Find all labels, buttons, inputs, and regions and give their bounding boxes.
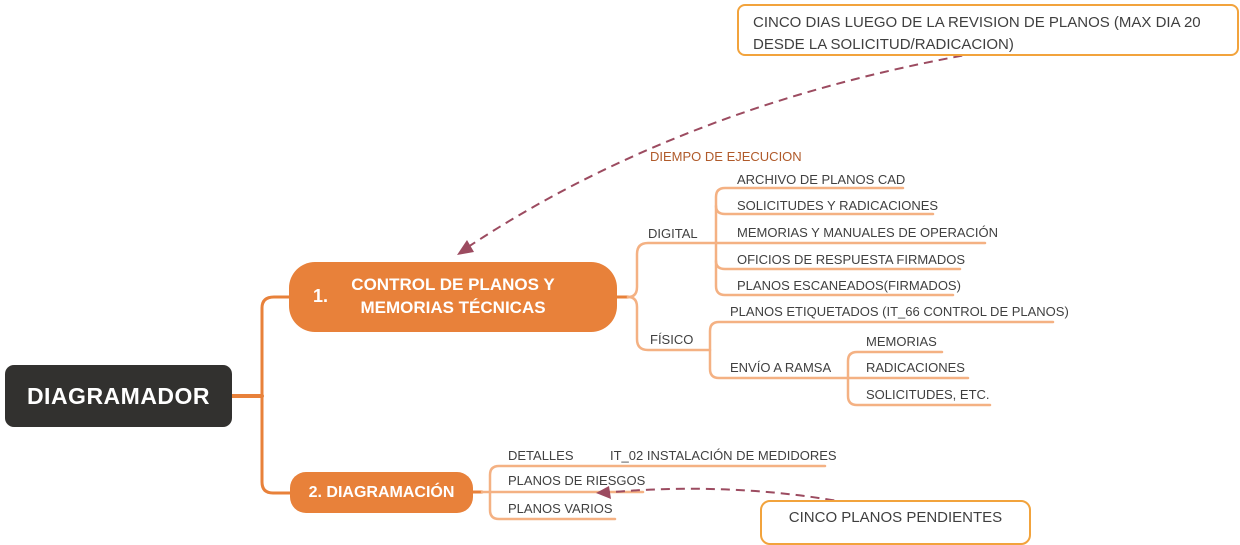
topic-memorias[interactable]: MEMORIAS bbox=[866, 334, 937, 349]
callout-planos-pendientes[interactable]: CINCO PLANOS PENDIENTES bbox=[760, 500, 1031, 545]
root-node-diagramador[interactable]: DIAGRAMADOR bbox=[5, 365, 232, 427]
branch2-title: 2. DIAGRAMACIÓN bbox=[308, 483, 455, 501]
topic-envio-ramsa[interactable]: ENVÍO A RAMSA bbox=[730, 360, 832, 375]
topic-fisico[interactable]: FÍSICO bbox=[650, 332, 694, 347]
branch1-title: CONTROL DE PLANOS Y MEMORIAS TÉCNICAS bbox=[351, 275, 555, 317]
root-node-label: DIAGRAMADOR bbox=[26, 382, 211, 409]
floating-topic-tiempo-ejecucion[interactable]: DIEMPO DE EJECUCION bbox=[650, 149, 802, 164]
callout-top-text: CINCO DIAS LUEGO DE LA REVISION DE PLANO… bbox=[753, 14, 1201, 53]
topic-solicitudes-radicaciones[interactable]: SOLICITUDES Y RADICACIONES bbox=[737, 198, 939, 213]
topic-planos-varios[interactable]: PLANOS VARIOS bbox=[508, 501, 613, 516]
topic-planos-riesgos[interactable]: PLANOS DE RIESGOS bbox=[508, 473, 646, 488]
branch2-node[interactable]: 2. DIAGRAMACIÓN bbox=[290, 472, 473, 513]
branch1-number: 1. bbox=[313, 286, 329, 306]
topic-oficios-respuesta[interactable]: OFICIOS DE RESPUESTA FIRMADOS bbox=[737, 252, 966, 267]
topic-solicitudes-etc[interactable]: SOLICITUDES, ETC. bbox=[866, 387, 990, 402]
topic-detalles[interactable]: DETALLES bbox=[508, 448, 574, 463]
arrowhead-top-icon bbox=[457, 240, 474, 255]
topic-archivo-planos-cad[interactable]: ARCHIVO DE PLANOS CAD bbox=[737, 172, 906, 187]
topic-planos-escaneados[interactable]: PLANOS ESCANEADOS(FIRMADOS) bbox=[737, 278, 961, 293]
callout-revision-plazo[interactable]: CINCO DIAS LUEGO DE LA REVISION DE PLANO… bbox=[737, 4, 1239, 56]
topic-radicaciones[interactable]: RADICACIONES bbox=[866, 360, 965, 375]
callout-bottom-text: CINCO PLANOS PENDIENTES bbox=[788, 509, 1003, 526]
mindmap-canvas: DIAGRAMADOR 1. CONTROL DE PLANOS Y MEMOR… bbox=[5, 4, 1239, 545]
topic-planos-etiquetados[interactable]: PLANOS ETIQUETADOS (IT_66 CONTROL DE PLA… bbox=[730, 304, 1069, 319]
topic-digital[interactable]: DIGITAL bbox=[648, 226, 698, 241]
branch1-node[interactable]: 1. CONTROL DE PLANOS Y MEMORIAS TÉCNICAS bbox=[289, 262, 617, 332]
topic-it02-instalacion-medidores[interactable]: IT_02 INSTALACIÓN DE MEDIDORES bbox=[610, 448, 837, 463]
topic-memorias-manuales[interactable]: MEMORIAS Y MANUALES DE OPERACIÓN bbox=[737, 225, 999, 240]
